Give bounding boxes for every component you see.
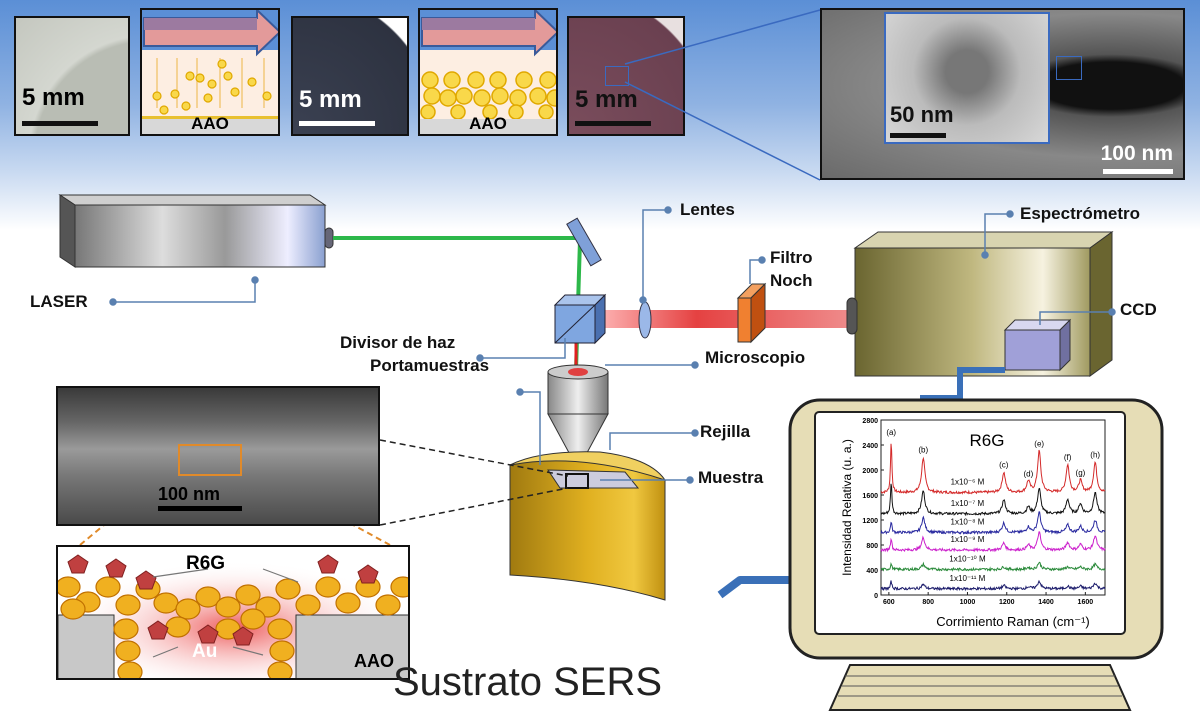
label-microscopio: Microscopio — [705, 348, 806, 367]
peak-label: (a) — [886, 428, 896, 437]
deposition-schematic-1: AAO — [140, 8, 280, 136]
spectrum-line — [880, 579, 1106, 592]
spectrum-line — [880, 443, 1106, 495]
y-tick-label: 400 — [866, 568, 878, 575]
peak-label: (b) — [918, 446, 928, 455]
red-scattered-beam — [592, 310, 854, 328]
label-rejilla: Rejilla — [700, 422, 751, 441]
zoom-connector-lines — [624, 9, 821, 181]
label-espectrometro: Espectrómetro — [1020, 204, 1140, 223]
tem-image: 50 nm 100 nm — [820, 8, 1185, 180]
sers-substrate-schematic: R6G Au AAO — [56, 545, 410, 680]
laser-box — [58, 194, 334, 268]
scale-label: 5 mm — [575, 86, 638, 113]
series-label: 1x10⁻⁷ M — [951, 499, 985, 508]
tem-scale-label: 100 nm — [1100, 142, 1173, 165]
sem-zoom-box — [178, 444, 242, 476]
raman-spectrum-chart: 0 400 800 1200 1600 2000 2400 2800 600 800 1000 120… — [840, 418, 1106, 629]
sem-scale-label: 100 nm — [158, 484, 221, 504]
x-tick-label: 1600 — [1078, 599, 1094, 606]
label-laser: LASER — [30, 292, 88, 311]
y-axis-label: Intensidad Relativa (u. a.) — [840, 439, 854, 576]
tem-scale-bar — [1103, 169, 1173, 174]
label-divisor-de-haz: Divisor de haz — [340, 333, 456, 352]
raman-setup-diagram — [58, 194, 1164, 711]
label-lentes: Lentes — [680, 200, 735, 219]
label-portamuestras: Portamuestras — [370, 356, 490, 375]
spectrum-line — [880, 561, 1106, 572]
aao-label: AAO — [469, 114, 507, 133]
lens — [638, 301, 652, 339]
scale-bar — [299, 121, 375, 126]
series-label: 1x10⁻¹⁰ M — [949, 554, 986, 563]
inset-scale-bar — [890, 133, 946, 138]
x-tick-label: 1200 — [999, 599, 1015, 606]
deposition-arrow-diagram — [142, 10, 278, 134]
y-tick-label: 800 — [866, 543, 878, 550]
mirror — [566, 217, 602, 267]
figure-title: Sustrato SERS — [393, 660, 663, 704]
series-label: 1x10⁻⁶ M — [951, 478, 985, 487]
r6g-label: R6G — [186, 553, 226, 574]
zoom-region-box — [605, 66, 629, 86]
aao-substrate-label: AAO — [354, 651, 394, 671]
y-tick-label: 2000 — [862, 468, 878, 475]
spectrum-line — [880, 511, 1106, 535]
plot-frame — [880, 419, 1106, 596]
computer-monitor — [717, 398, 1164, 711]
peak-label: (f) — [1064, 453, 1072, 462]
tem-zoom-box — [1056, 56, 1082, 80]
nanoparticle-schematic — [58, 547, 408, 678]
label-muestra: Muestra — [698, 468, 764, 487]
ccd-cable — [920, 367, 1005, 401]
spectrometer — [846, 231, 1114, 377]
y-tick-label: 2400 — [862, 443, 878, 450]
x-tick-label: 1000 — [960, 599, 976, 606]
label-ccd: CCD — [1120, 300, 1157, 319]
sample-holder — [509, 451, 667, 601]
peak-label: (e) — [1034, 439, 1044, 448]
y-tick-label: 1200 — [862, 518, 878, 525]
series-label: 1x10⁻⁹ M — [951, 535, 985, 544]
packed-nanoparticle-diagram — [420, 10, 556, 134]
tem-inset: 50 nm — [884, 12, 1050, 144]
spectrum-line — [880, 483, 1106, 517]
beam-splitter — [553, 293, 607, 345]
scale-bar — [22, 121, 98, 126]
series-label: 1x10⁻⁸ M — [951, 518, 985, 527]
series-label: 1x10⁻¹¹ M — [950, 574, 986, 583]
x-axis-label: Corrimiento Raman (cm⁻¹) — [936, 614, 1090, 629]
y-tick-label: 1600 — [862, 493, 878, 500]
scale-label: 5 mm — [22, 84, 85, 111]
photo-aao-gold: 5 mm — [567, 16, 685, 136]
y-tick-label: 0 — [874, 593, 878, 600]
label-noch: Noch — [770, 271, 813, 290]
photo-aao-dark: 5 mm — [291, 16, 409, 136]
inset-scale-label: 50 nm — [890, 102, 954, 127]
sem-scale-bar — [158, 506, 242, 511]
au-label: Au — [192, 641, 218, 662]
x-tick-label: 600 — [883, 599, 895, 606]
peak-label: (g) — [1076, 469, 1086, 478]
notch-filter — [736, 282, 767, 344]
aao-label: AAO — [191, 114, 229, 133]
sem-cross-section-image: 100 nm — [56, 386, 380, 526]
photo-aao-bare: 5 mm — [14, 16, 130, 136]
y-tick-label: 2800 — [862, 418, 878, 425]
microscope-objective — [547, 364, 609, 463]
peak-label: (h) — [1090, 451, 1100, 460]
x-tick-label: 1400 — [1038, 599, 1054, 606]
spectrum-line — [880, 531, 1106, 553]
chart-title: R6G — [970, 431, 1005, 450]
peak-label: (d) — [1023, 469, 1033, 478]
deposition-schematic-2: AAO — [418, 8, 558, 136]
peak-label: (c) — [999, 461, 1009, 470]
scale-bar — [575, 121, 651, 126]
x-tick-label: 800 — [922, 599, 934, 606]
label-filtro: Filtro — [770, 248, 813, 267]
scale-label: 5 mm — [299, 86, 362, 113]
